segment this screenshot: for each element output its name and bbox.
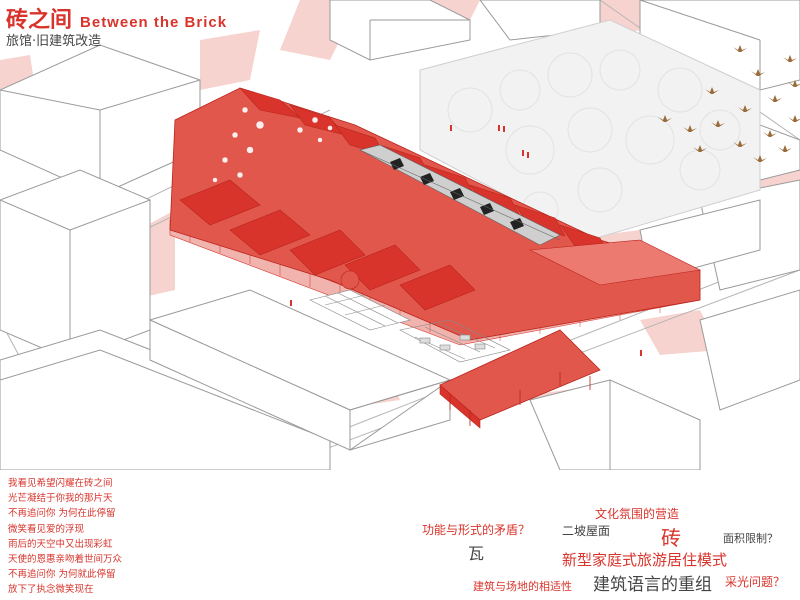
keyword-roof: 二坡屋面 <box>562 524 611 538</box>
keyword-mode: 新型家庭式旅游居住模式 <box>562 551 728 569</box>
keyword-light: 采光问题？ <box>725 575 786 589</box>
poem-line: 不再追问你 为何在此停留 <box>8 508 116 520</box>
axonometric-drawing <box>0 0 800 470</box>
parking-lot <box>399 319 511 363</box>
title-block: 砖之间 Between the Brick <box>6 2 227 34</box>
keyword-site: 建筑与场地的相适性 <box>473 580 572 593</box>
keyword-culture: 文化氛围的营造 <box>595 507 680 521</box>
poem: 我看见希望闪耀在砖之间 光芒凝结于你我的那片天 不再追问你 为何在此停留 微笑看… <box>8 476 122 598</box>
keyword-language: 建筑语言的重组 <box>593 575 712 595</box>
title-english: Between the Brick <box>80 14 228 31</box>
poem-line: 光芒凝结于你我的那片天 <box>8 493 113 505</box>
poem-line: 我看见希望闪耀在砖之间 <box>8 478 113 489</box>
poem-line: 微笑看见爱的浮现 <box>8 523 85 535</box>
poem-line: 雨后的天空中又出现彩虹 <box>8 538 113 550</box>
courtyard-grid <box>309 289 411 331</box>
keyword-tile: 瓦 <box>468 544 485 563</box>
keyword-far: 面积限制？ <box>723 532 778 545</box>
poem-line: 天使的恩惠亲吻着世间万众 <box>8 554 123 566</box>
keyword-conflict: 功能与形式的矛盾？ <box>422 523 531 537</box>
red-canopy <box>439 329 601 429</box>
people <box>290 125 642 356</box>
keyword-brick: 砖 <box>661 526 681 550</box>
subtitle: 旅馆·旧建筑改造 <box>6 34 102 49</box>
poem-line: 放下了执念微笑现在 <box>8 584 94 596</box>
title-chinese: 砖之间 <box>6 8 73 33</box>
context-buildings <box>0 0 800 470</box>
poem-line: 不再追问你 为何就此停留 <box>8 569 116 581</box>
